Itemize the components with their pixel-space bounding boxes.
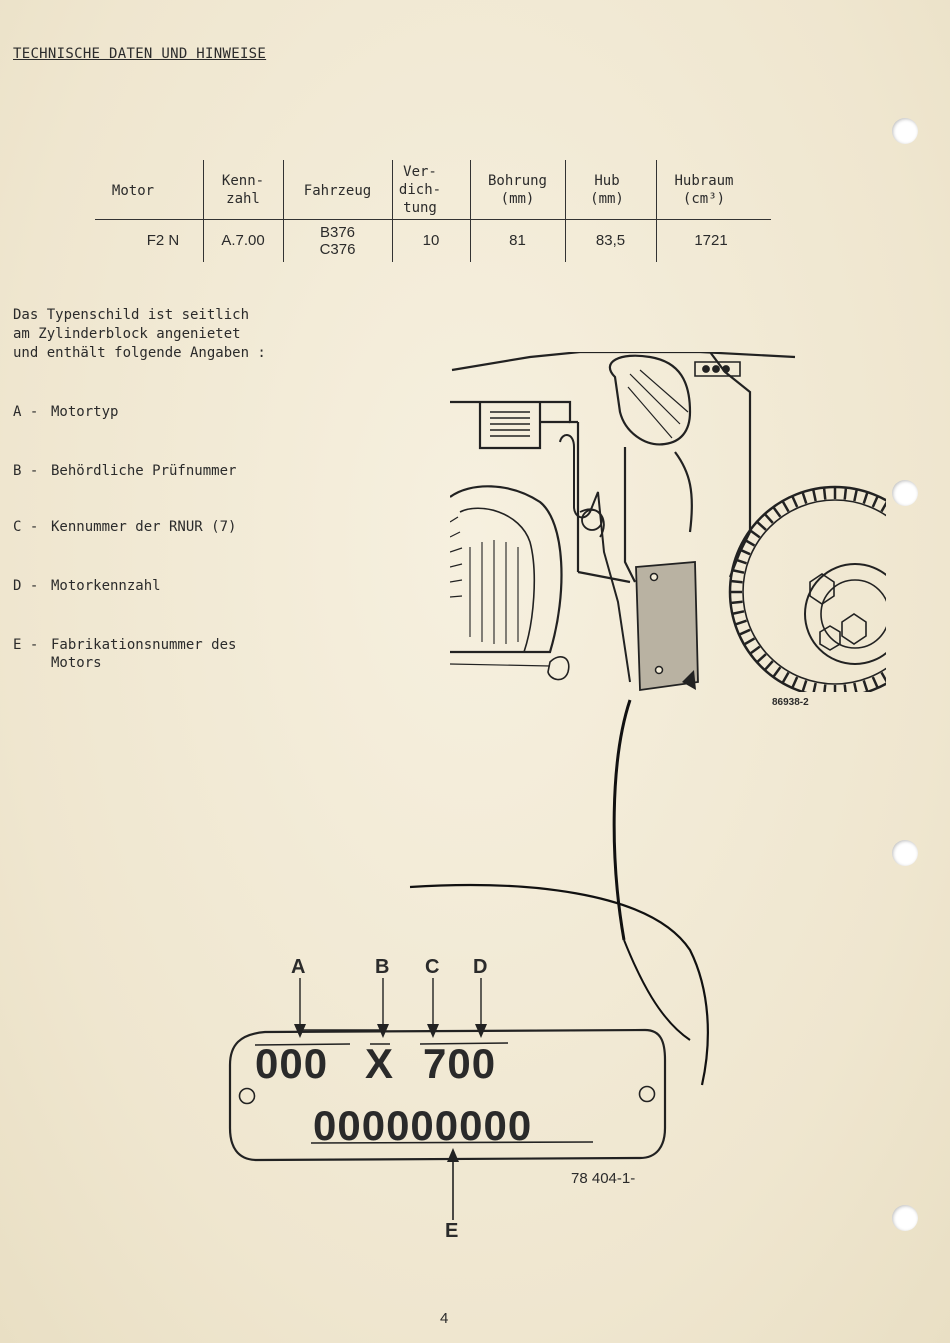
punch-hole xyxy=(892,118,918,144)
legend-item-c: C -Kennummer der RNUR (7) xyxy=(13,519,237,535)
legend-item-a: A -Motortyp xyxy=(13,404,119,420)
page-number: 4 xyxy=(440,1310,449,1327)
plate-approval-number: X xyxy=(365,1040,395,1087)
flywheel-tooth xyxy=(781,671,790,683)
flywheel-tooth xyxy=(822,488,827,500)
flywheel-tooth xyxy=(750,645,761,655)
table-divider xyxy=(392,160,393,262)
header-hub: Hub (mm) xyxy=(590,173,624,207)
cut-outline xyxy=(409,883,709,1086)
type-plate-illustration: A B C D 000 X 700 000000000 E xyxy=(225,950,675,1250)
flywheel-tooth xyxy=(731,579,743,584)
plate-rnur-code: 700 xyxy=(423,1040,497,1087)
header-hubraum: Hubraum (cm³) xyxy=(674,173,734,207)
flywheel-tooth xyxy=(733,569,745,574)
table-header-rule xyxy=(95,219,771,220)
flywheel-tooth xyxy=(744,637,756,646)
plate-figure-code: 78 404-1- xyxy=(571,1170,636,1187)
cell-kennzahl: A.7.00 xyxy=(221,232,265,249)
arrow-connector xyxy=(612,699,632,941)
arrow-connector xyxy=(623,939,691,1041)
flywheel-tooth xyxy=(843,488,848,500)
flywheel-tooth xyxy=(791,496,799,508)
header-motor: Motor xyxy=(111,183,155,199)
page-heading: TECHNISCHE DATEN UND HINWEISE xyxy=(13,46,267,62)
flywheel-tooth xyxy=(781,501,790,513)
header-fahrzeug: Fahrzeug xyxy=(303,183,372,199)
flywheel-tooth xyxy=(801,492,808,504)
plate-serial-number: 000000000 xyxy=(313,1102,533,1149)
header-verdichtung: Ver- dich- tung xyxy=(398,164,442,216)
cell-bohrung: 81 xyxy=(509,232,526,249)
cell-fahrzeug: B376 C376 xyxy=(319,224,356,258)
flywheel-tooth xyxy=(801,680,808,692)
technical-data-table: Motor Kenn- zahl Fahrzeug Ver- dich- tun… xyxy=(95,160,775,262)
flywheel-tooth xyxy=(772,507,782,518)
flywheel-tooth xyxy=(735,558,747,565)
flywheel-tooth xyxy=(739,628,751,636)
header-kennzahl: Kenn- zahl xyxy=(221,173,265,207)
cell-hubraum: 1721 xyxy=(694,232,728,249)
punch-hole xyxy=(892,480,918,506)
plate-label-d: D xyxy=(473,956,488,978)
flywheel-tooth xyxy=(756,521,767,531)
plate-label-b: B xyxy=(375,956,390,978)
flywheel-tooth xyxy=(871,496,879,508)
engine-figure-code: 86938-2 xyxy=(772,697,809,708)
flywheel-tooth xyxy=(733,610,745,615)
type-plate xyxy=(228,978,667,1220)
legend-item-b: B -Behördliche Prüfnummer xyxy=(13,463,237,479)
legend-item-d: D -Motorkennzahl xyxy=(13,578,161,594)
flywheel-tooth xyxy=(812,682,817,694)
table-divider xyxy=(283,160,284,262)
flywheel-tooth xyxy=(750,529,761,539)
flywheel-tooth xyxy=(735,619,747,626)
punch-hole xyxy=(892,840,918,866)
flywheel-tooth xyxy=(764,660,774,671)
plate-engine-type: 000 xyxy=(255,1040,329,1087)
flywheel-tooth xyxy=(764,513,774,524)
cell-hub: 83,5 xyxy=(595,232,626,249)
plate-label-e: E xyxy=(445,1220,459,1242)
flywheel-tooth xyxy=(862,680,869,692)
flywheel-tooth xyxy=(853,682,858,694)
flywheel-tooth xyxy=(744,538,756,547)
table-divider xyxy=(565,160,566,262)
flywheel-tooth xyxy=(812,490,817,502)
flywheel-tooth xyxy=(756,653,767,663)
legend-item-e: E -Fabrikationsnummer des Motors xyxy=(13,637,237,671)
header-bohrung: Bohrung (mm) xyxy=(487,173,547,207)
flywheel-tooth xyxy=(791,676,799,688)
flywheel-tooth xyxy=(739,548,751,556)
table-divider xyxy=(470,160,471,262)
punch-hole xyxy=(892,1205,918,1231)
cell-motor: F2 N xyxy=(146,232,180,249)
flywheel-tooth xyxy=(731,600,743,605)
flywheel-tooth xyxy=(862,492,869,504)
table-divider xyxy=(203,160,204,262)
flywheel-tooth xyxy=(772,666,782,677)
flywheel-tooth xyxy=(853,490,858,502)
intro-text: Das Typenschild ist seitlich am Zylinder… xyxy=(13,307,266,361)
cell-verdichtung: 10 xyxy=(422,232,440,249)
plate-label-c: C xyxy=(425,956,440,978)
flywheel-tooth xyxy=(871,676,879,688)
plate-label-a: A xyxy=(291,956,306,978)
table-divider xyxy=(656,160,657,262)
